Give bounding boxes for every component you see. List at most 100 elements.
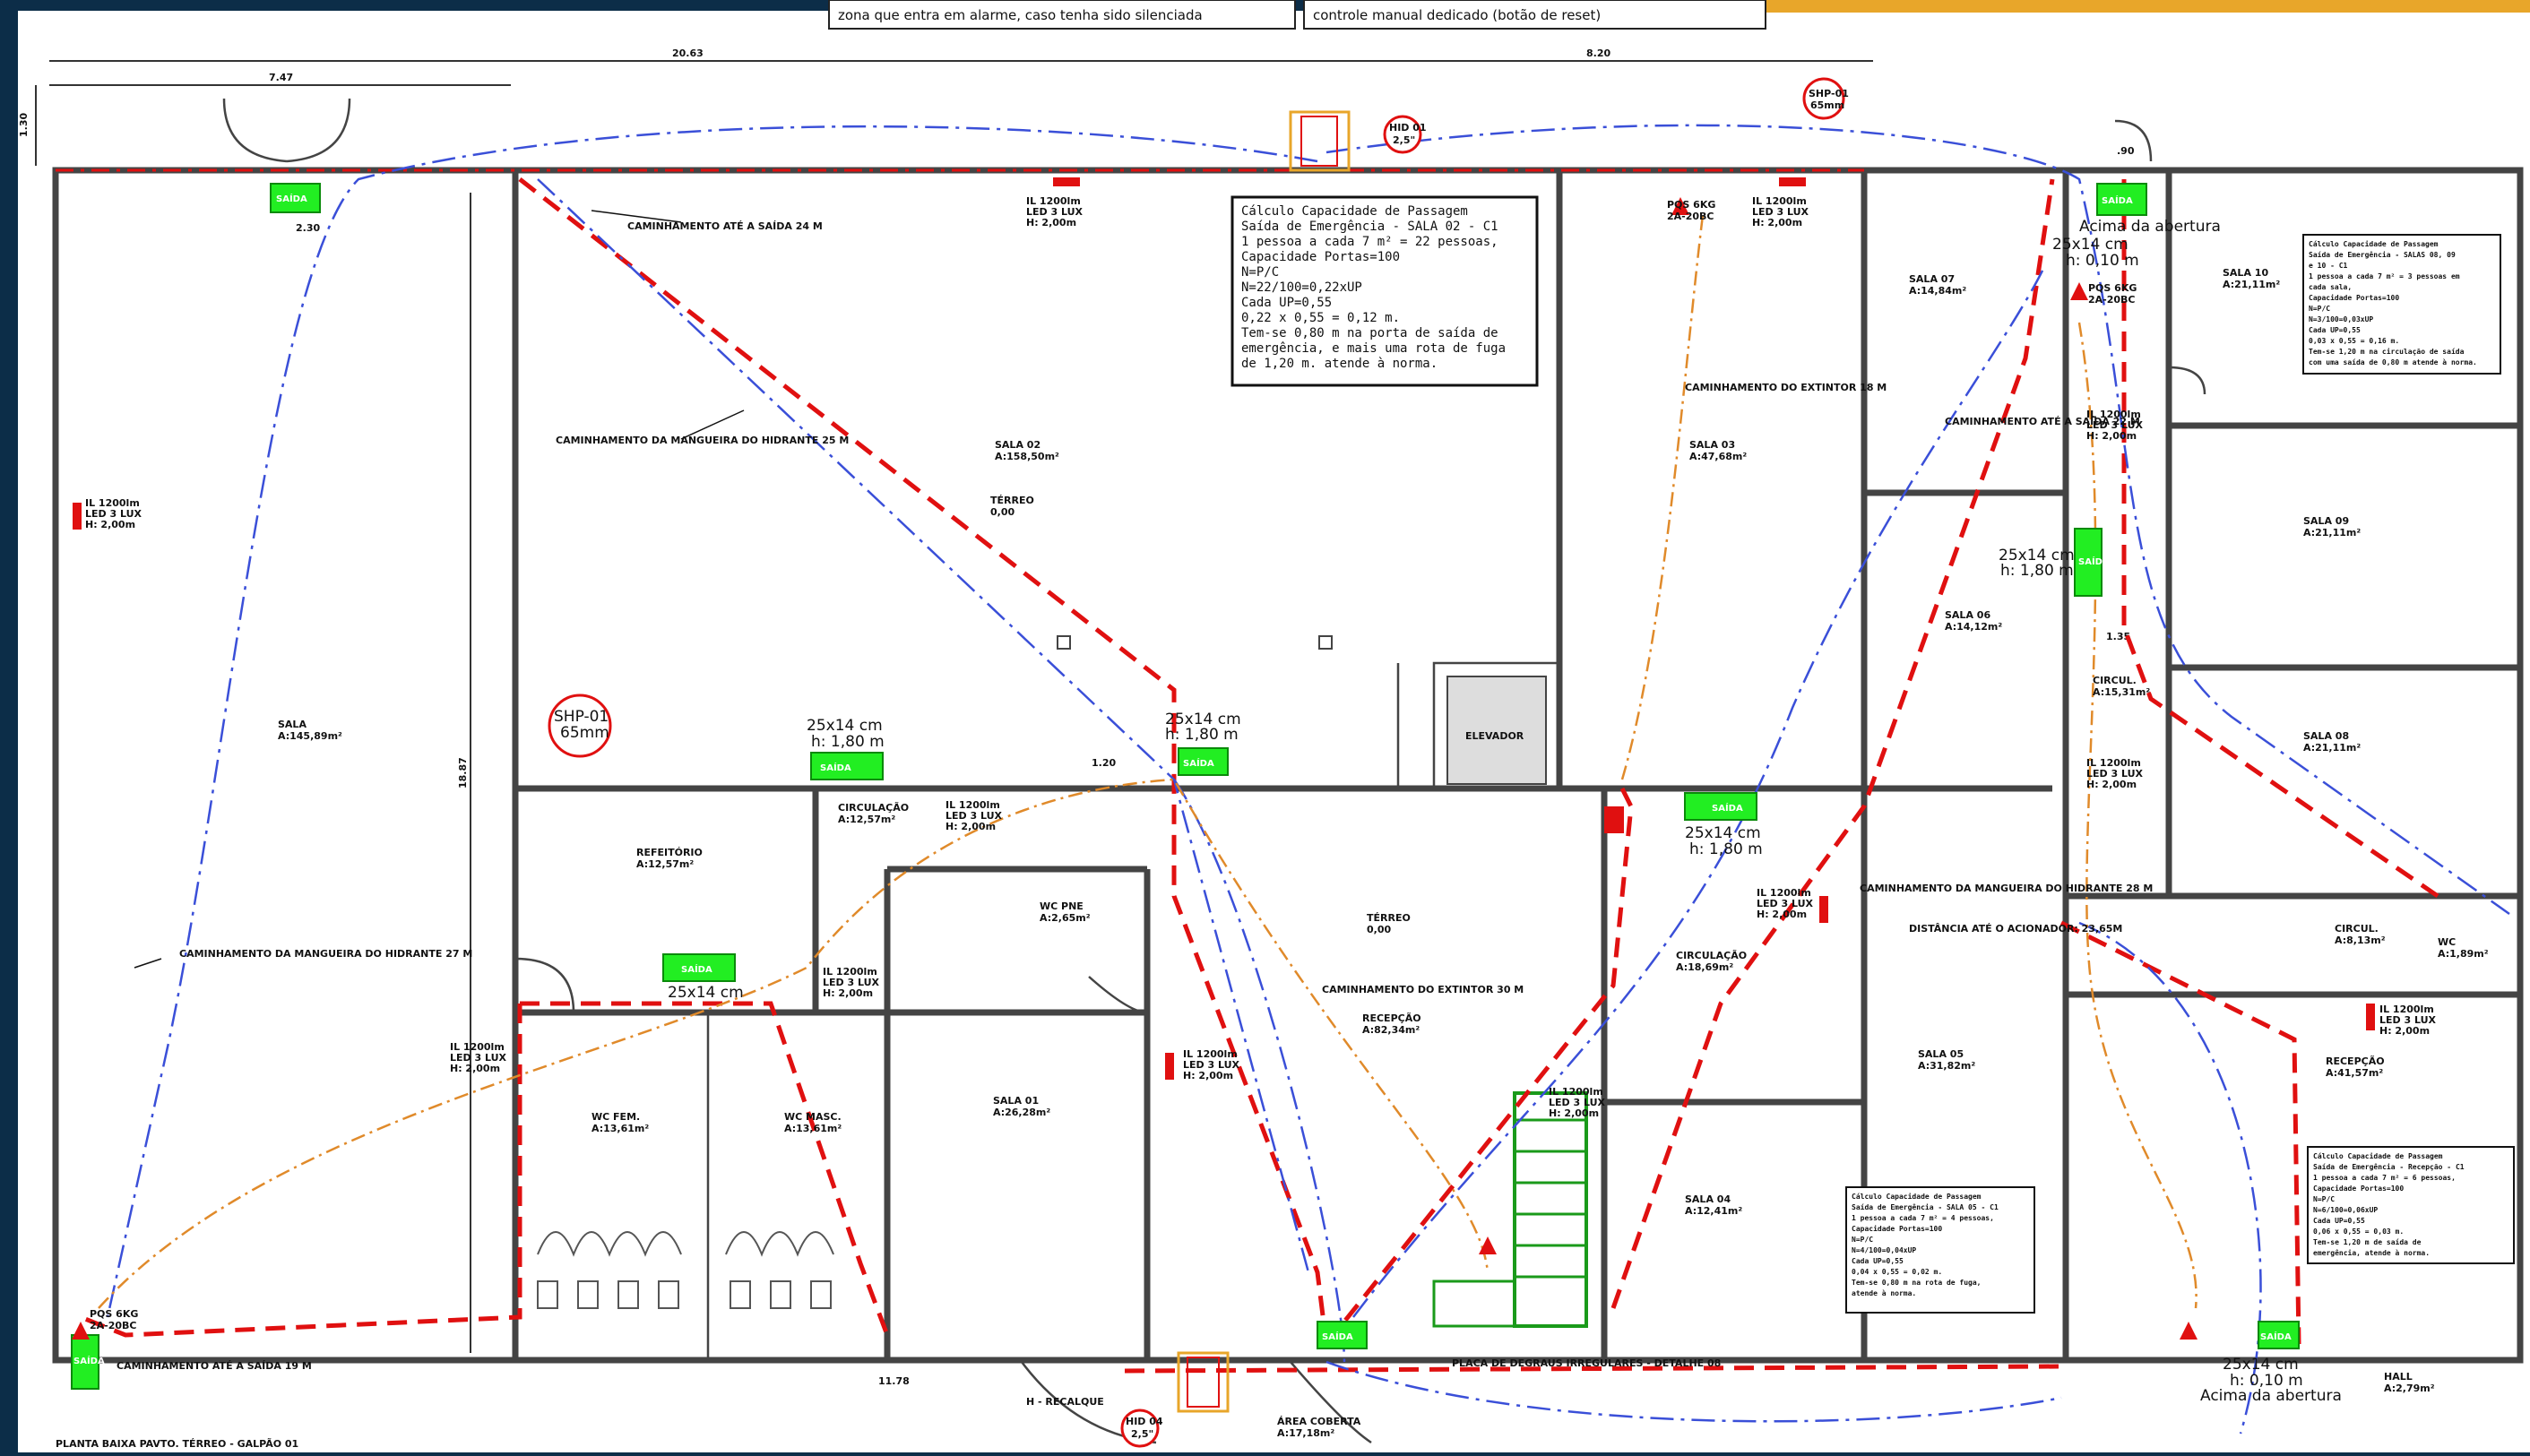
room-wc-fem: WC FEM.A:13,61m² — [591, 1111, 649, 1134]
svg-text:LED 3 LUX: LED 3 LUX — [2379, 1014, 2437, 1026]
calc-box-salas-08-10: Cálculo Capacidade de Passagem Saída de … — [2302, 234, 2501, 375]
svg-text:A:41,57m²: A:41,57m² — [2326, 1067, 2383, 1079]
svg-text:A:8,13m²: A:8,13m² — [2335, 935, 2386, 946]
svg-text:1 pessoa a cada 7 m² = 22 pess: 1 pessoa a cada 7 m² = 22 pessoas, — [1241, 235, 1498, 249]
room-wc: WCA:1,89m² — [2438, 936, 2489, 960]
svg-text:N=P/C: N=P/C — [1852, 1236, 1873, 1244]
svg-text:A:21,11m²: A:21,11m² — [2223, 279, 2280, 290]
svg-text:SAÍDA: SAÍDA — [73, 1355, 105, 1366]
svg-text:emergência, e mais uma rota de: emergência, e mais uma rota de fuga — [1241, 341, 1506, 356]
svg-text:TÉRREO: TÉRREO — [990, 495, 1034, 506]
svg-text:Cada UP=0,55: Cada UP=0,55 — [1241, 296, 1332, 310]
svg-text:IL 1200lm: IL 1200lm — [1183, 1048, 1238, 1060]
svg-text:h: 1,80 m: h: 1,80 m — [1689, 840, 1763, 858]
svg-text:Tem-se 1,20 m na circulação de: Tem-se 1,20 m na circulação de saída — [2309, 347, 2465, 356]
svg-text:ELEVADOR: ELEVADOR — [1465, 730, 1524, 742]
dim-0-90: .90 — [2117, 145, 2135, 157]
svg-text:SALA 08: SALA 08 — [2303, 730, 2349, 742]
note-cam-mangueira-28: CAMINHAMENTO DA MANGUEIRA DO HIDRANTE 28… — [1860, 883, 2153, 894]
svg-text:A:14,84m²: A:14,84m² — [1909, 285, 1966, 297]
svg-text:IL 1200lm: IL 1200lm — [2086, 409, 2141, 420]
path-annotations: CAMINHAMENTO ATÉ A SAÍDA 24 M CAMINHAMEN… — [56, 210, 2153, 1450]
svg-text:H: 2,00m: H: 2,00m — [1026, 217, 1076, 228]
svg-text:Capacidade Portas=100: Capacidade Portas=100 — [1852, 1224, 1942, 1233]
svg-text:25x14 cm: 25x14 cm — [1999, 547, 2075, 564]
svg-text:Cálculo Capacidade de Passagem: Cálculo Capacidade de Passagem — [1241, 204, 1468, 219]
svg-text:H: 2,00m: H: 2,00m — [1752, 217, 1802, 228]
note-cam-extintor-30: CAMINHAMENTO DO EXTINTOR 30 M — [1322, 984, 1524, 995]
dim-1-30: 1.30 — [18, 113, 30, 137]
svg-text:SAÍDA: SAÍDA — [2102, 194, 2133, 206]
svg-text:SAÍDA: SAÍDA — [1322, 1331, 1353, 1342]
svg-text:atende à norma.: atende à norma. — [1852, 1289, 1916, 1297]
svg-text:Saída de Emergência - SALAS 08: Saída de Emergência - SALAS 08, 09 — [2309, 250, 2456, 259]
svg-text:H: 2,00m: H: 2,00m — [946, 821, 996, 832]
svg-text:SALA 04: SALA 04 — [1685, 1193, 1731, 1205]
svg-text:WC PNE: WC PNE — [1040, 900, 1084, 912]
svg-text:A:26,28m²: A:26,28m² — [993, 1107, 1050, 1118]
svg-text:2,5": 2,5" — [1393, 134, 1415, 146]
svg-text:IL 1200lm: IL 1200lm — [823, 966, 877, 978]
svg-text:IL 1200lm: IL 1200lm — [85, 497, 140, 509]
svg-text:25x14 cm: 25x14 cm — [1165, 711, 1241, 728]
dim-18-87: 18.87 — [457, 757, 469, 788]
svg-text:ÁREA COBERTA: ÁREA COBERTA — [1277, 1416, 1361, 1427]
svg-text:cada sala,: cada sala, — [2309, 283, 2352, 291]
room-sala-03: SALA 03A:47,68m² — [1689, 439, 1747, 462]
svg-text:LED 3 LUX: LED 3 LUX — [85, 508, 142, 520]
svg-text:SAÍDA: SAÍDA — [276, 193, 307, 204]
svg-text:CIRCULAÇÃO: CIRCULAÇÃO — [1676, 950, 1747, 961]
svg-text:2A-20BC: 2A-20BC — [1667, 211, 1714, 222]
room-wc-masc: WC MASC.A:13,61m² — [784, 1111, 842, 1134]
svg-text:N=3/100=0,03xUP: N=3/100=0,03xUP — [2309, 315, 2373, 323]
svg-text:SAÍDA: SAÍDA — [2260, 1331, 2292, 1342]
svg-text:A:13,61m²: A:13,61m² — [591, 1123, 649, 1134]
svg-text:Tem-se 0,80 m na porta de saíd: Tem-se 0,80 m na porta de saída de — [1241, 326, 1498, 340]
svg-text:H: 2,00m: H: 2,00m — [85, 519, 135, 530]
dim-1-35: 1.35 — [2106, 631, 2130, 642]
svg-text:H: 2,00m: H: 2,00m — [823, 987, 873, 999]
svg-text:CIRCUL.: CIRCUL. — [2335, 923, 2379, 935]
room-sala-09: SALA 09A:21,11m² — [2303, 515, 2361, 538]
svg-text:IL 1200lm: IL 1200lm — [1549, 1086, 1603, 1098]
note-cam-extintor-18: CAMINHAMENTO DO EXTINTOR 18 M — [1685, 382, 1887, 393]
exit-sign-9: SAÍDA — [2258, 1321, 2300, 1349]
room-elevador: ELEVADOR — [1465, 730, 1524, 742]
note-recalque: H - RECALQUE — [1026, 1396, 1104, 1408]
note-cam-mangueira-27: CAMINHAMENTO DA MANGUEIRA DO HIDRANTE 27… — [179, 948, 472, 960]
svg-text:TÉRREO: TÉRREO — [1367, 912, 1411, 924]
svg-text:Cálculo Capacidade de Passagem: Cálculo Capacidade de Passagem — [2309, 239, 2439, 248]
calc-box-sala-05: Cálculo Capacidade de Passagem Saída de … — [1845, 1186, 2035, 1314]
dim-1-20: 1.20 — [1092, 757, 1116, 769]
svg-text:2A-20BC: 2A-20BC — [90, 1320, 137, 1331]
svg-text:Tem-se 0,80 m na rota de fuga,: Tem-se 0,80 m na rota de fuga, — [1852, 1279, 1982, 1287]
svg-text:Cada UP=0,55: Cada UP=0,55 — [1852, 1257, 1904, 1265]
svg-text:SALA 07: SALA 07 — [1909, 273, 1955, 285]
svg-text:A:17,18m²: A:17,18m² — [1277, 1427, 1334, 1439]
svg-text:2,5": 2,5" — [1131, 1428, 1153, 1440]
room-circul-2: CIRCUL.A:8,13m² — [2335, 923, 2386, 946]
svg-text:1 pessoa a cada 7 m² = 6 pesso: 1 pessoa a cada 7 m² = 6 pessoas, — [2313, 1174, 2456, 1182]
svg-text:RECEPÇÃO: RECEPÇÃO — [2326, 1055, 2385, 1067]
svg-text:IL 1200lm: IL 1200lm — [2086, 757, 2141, 769]
svg-text:0,06 x 0,55 = 0,03 m.: 0,06 x 0,55 = 0,03 m. — [2313, 1228, 2404, 1236]
sign-dimension-labels: 25x14 cm h: 1,80 m 25x14 cm h: 1,80 m 25… — [668, 218, 2342, 1405]
svg-text:A:1,89m²: A:1,89m² — [2438, 948, 2489, 960]
svg-text:A:12,41m²: A:12,41m² — [1685, 1205, 1742, 1217]
extinguisher-paths — [98, 214, 2198, 1309]
note-alarm-zone: zona que entra em alarme, caso tenha sid… — [838, 7, 1203, 23]
svg-text:SALA 01: SALA 01 — [993, 1095, 1039, 1107]
svg-text:e 10 - C1: e 10 - C1 — [2309, 262, 2348, 270]
svg-text:N=6/100=0,06xUP: N=6/100=0,06xUP — [2313, 1206, 2378, 1214]
room-sala-08: SALA 08A:21,11m² — [2303, 730, 2361, 754]
stairs — [1432, 1091, 1588, 1328]
svg-text:IL 1200lm: IL 1200lm — [1757, 887, 1811, 899]
